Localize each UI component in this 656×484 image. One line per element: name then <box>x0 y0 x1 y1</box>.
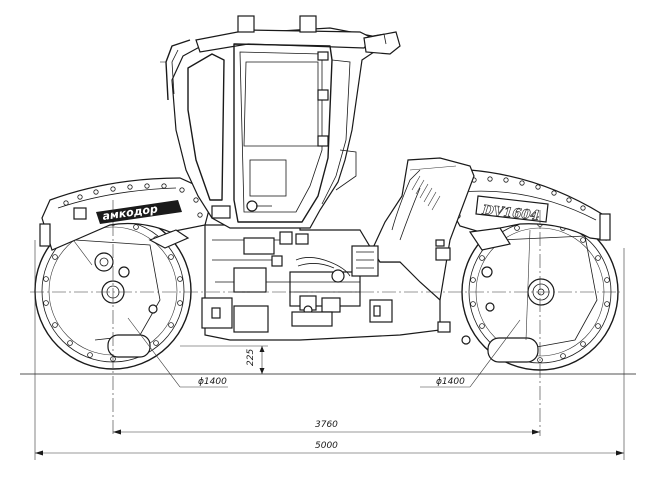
svg-text:3760: 3760 <box>315 420 338 430</box>
cab-front-window <box>187 53 225 201</box>
cab-door-window-lower <box>249 159 287 197</box>
svg-text:225: 225 <box>246 349 256 366</box>
access-panel-upper <box>243 237 275 255</box>
svg-text:ϕ1400: ϕ1400 <box>198 377 227 387</box>
left-drum-frame: амкодор <box>39 177 211 251</box>
articulation-joint <box>289 257 393 327</box>
brand-plate <box>96 200 182 224</box>
dim-front-drum-diameter: ϕ1400 <box>127 317 228 388</box>
svg-text:5000: 5000 <box>315 441 338 451</box>
access-panel-middle <box>233 267 267 293</box>
engine-hood <box>351 157 475 345</box>
cab-roof-beacon-left <box>237 15 255 33</box>
chassis <box>201 224 441 341</box>
cab-door <box>233 43 333 223</box>
dim-rear-drum-diameter: ϕ1400 <box>420 319 521 388</box>
svg-text:ϕ1400: ϕ1400 <box>436 377 465 387</box>
cab-handrail <box>165 39 191 101</box>
dim-ground-clearance: 225 <box>180 345 268 374</box>
hood-vent <box>411 175 441 211</box>
access-panel-lower <box>233 305 269 333</box>
cab-roof-beacon-right <box>299 15 317 33</box>
model-plate <box>475 195 549 223</box>
model-label: DV1604 <box>481 203 541 224</box>
right-drum-frame: DV1604 <box>439 169 611 251</box>
cab-door-handle <box>246 200 258 212</box>
dim-overall-length: 5000 <box>34 240 625 460</box>
operator-cab <box>160 15 401 229</box>
left-frame-bolts <box>63 183 203 218</box>
dim-wheelbase: 3760 <box>113 420 540 435</box>
